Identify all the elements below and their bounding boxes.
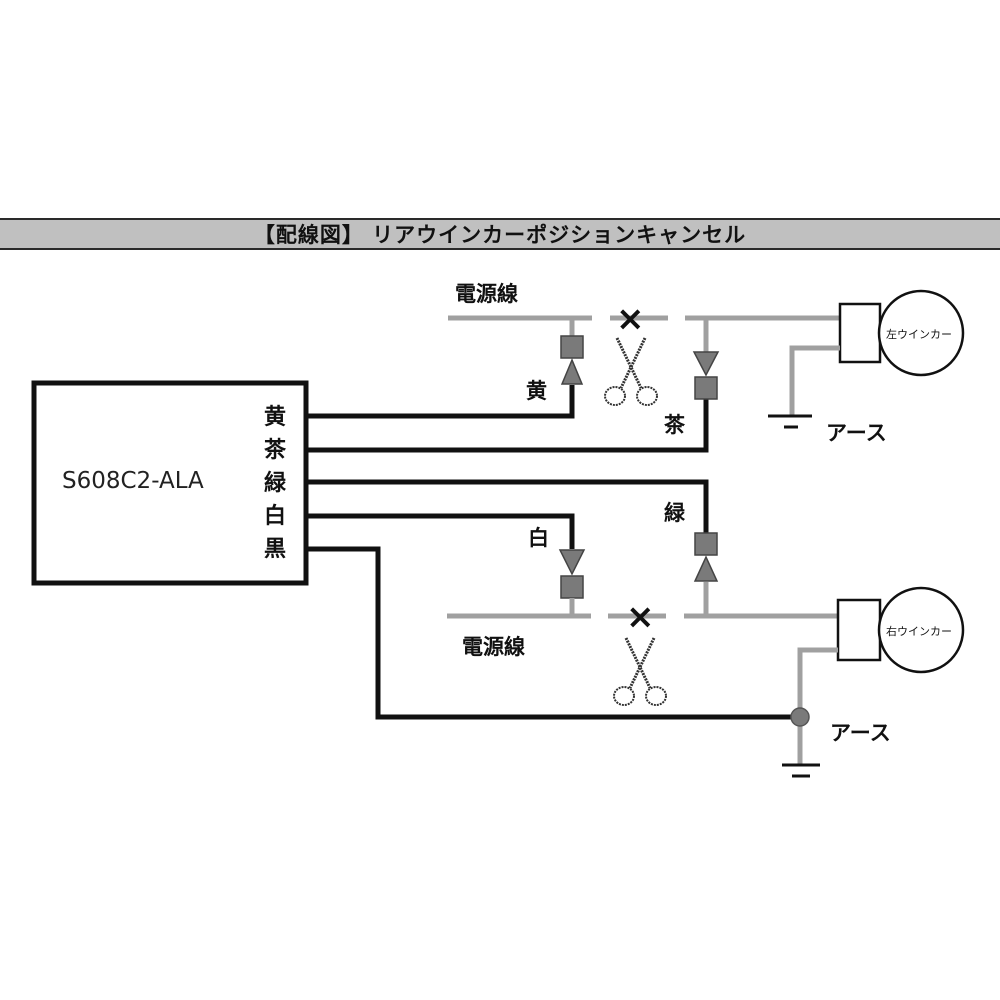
diagram-title: 【配線図】 リアウインカーポジションキャンセル — [253, 223, 747, 247]
upper-lamp-bulb — [877, 289, 965, 377]
upper-left-connector — [560, 335, 584, 359]
wire-black-ground — [306, 546, 800, 720]
unit-wire-label-green: 緑 — [264, 470, 287, 496]
upper-right-connector — [694, 376, 718, 400]
upper-ground-label: アース — [826, 421, 887, 445]
upper-right-arrow-down-icon — [692, 351, 720, 377]
upper-left-arrow-up-icon — [560, 358, 584, 385]
upper-lamp-socket — [838, 302, 882, 364]
wire-green — [306, 479, 709, 533]
lower-right-arrow-up-icon — [693, 555, 719, 582]
lower-lamp-label: 右ウインカー — [886, 624, 952, 638]
lower-right-connector — [694, 532, 718, 556]
wire-white — [306, 513, 575, 549]
lower-lamp-bulb — [877, 586, 965, 674]
wire-brown — [306, 398, 709, 453]
upper-right-tap-label: 茶 — [664, 413, 686, 437]
unit-wire-label-black: 黒 — [264, 537, 286, 562]
upper-cut-mark: × — [616, 299, 645, 339]
lower-left-arrow-down-icon — [558, 549, 586, 576]
upper-power-line-label: 電源線 — [455, 282, 518, 306]
lower-right-tap-label: 緑 — [664, 501, 686, 525]
lower-scissors-icon — [612, 636, 668, 707]
lower-left-tap-label: 白 — [528, 526, 549, 550]
lower-ground-label: アース — [830, 721, 891, 745]
upper-left-tap-label: 黄 — [526, 379, 547, 403]
upper-scissors-icon — [603, 336, 659, 407]
unit-wire-label-yellow: 黄 — [264, 405, 286, 430]
lower-lamp-socket — [836, 598, 882, 662]
lower-left-connector — [560, 575, 584, 599]
wire-yellow — [306, 385, 575, 419]
lower-cut-mark: × — [626, 597, 655, 637]
lower-power-line-label: 電源線 — [462, 635, 525, 659]
upper-lamp-label: 左ウインカー — [886, 328, 952, 341]
unit-wire-label-white: 白 — [264, 503, 286, 529]
title-bar: 【配線図】 リアウインカーポジションキャンセル — [0, 218, 1000, 250]
unit-model-label: S608C2-ALA — [62, 468, 204, 494]
unit-wire-label-brown: 茶 — [264, 438, 287, 463]
upper-lamp-ground-wire — [789, 345, 840, 415]
lower-lamp-ground-wire — [797, 647, 838, 765]
ground-junction-node — [790, 707, 810, 727]
